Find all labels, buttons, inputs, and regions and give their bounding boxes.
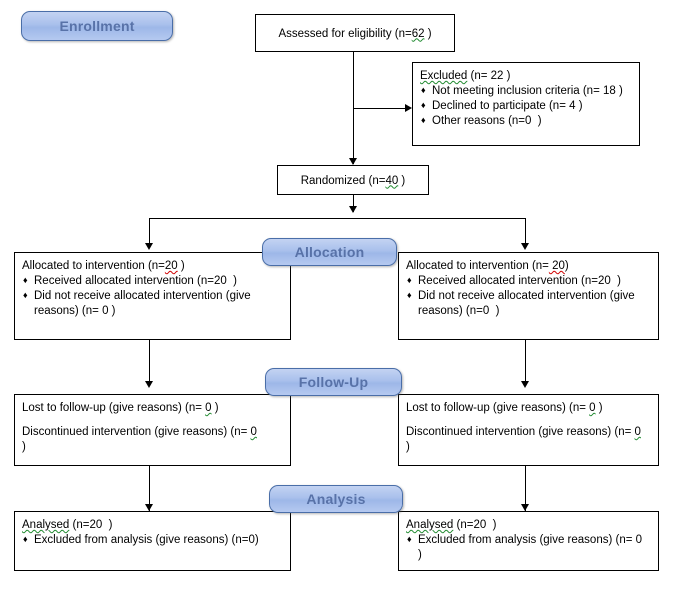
stage-label-enrollment: Enrollment <box>21 11 173 41</box>
list-item: Other reasons (n=0 ) <box>420 113 632 129</box>
connector-randomized-stem <box>353 195 354 212</box>
analysis-right-list: Excluded from analysis (give reasons) (n… <box>406 532 651 563</box>
arrow-followup-to-analysis-left <box>145 504 153 511</box>
connector-allocation-split <box>149 218 526 219</box>
stage-label-analysis-text: Analysis <box>306 491 366 507</box>
arrow-to-randomized <box>349 158 357 165</box>
list-item: Not meeting inclusion criteria (n= 18 ) <box>420 83 632 99</box>
list-item: Received allocated intervention (n=20 ) <box>22 273 283 289</box>
excluded-list: Not meeting inclusion criteria (n= 18 ) … <box>420 83 632 129</box>
connector-alloc-to-followup-right <box>525 340 526 385</box>
spacer <box>406 416 651 425</box>
stage-label-allocation-text: Allocation <box>294 244 365 260</box>
randomized-text: Randomized (n=40 ) <box>300 174 406 187</box>
list-item: Did not receive allocated intervention (… <box>22 288 283 319</box>
allocation-left-list: Received allocated intervention (n=20 ) … <box>22 273 283 319</box>
followup-left-lost: Lost to follow-up (give reasons) (n= 0 ) <box>22 402 219 414</box>
arrow-split-left <box>145 243 153 250</box>
arrow-to-excluded <box>405 104 412 112</box>
arrow-alloc-to-followup-left <box>145 381 153 388</box>
stage-label-analysis: Analysis <box>269 485 403 513</box>
connector-split-right <box>525 218 526 245</box>
connector-split-left <box>149 218 150 245</box>
box-randomized: Randomized (n=40 ) <box>277 165 429 195</box>
box-allocation-left: Allocated to intervention (n=20 ) Receiv… <box>14 252 291 340</box>
box-analysis-left: Analysed (n=20 ) Excluded from analysis … <box>14 511 291 571</box>
allocation-right-heading: Allocated to intervention (n= 20) <box>406 260 569 272</box>
box-followup-left: Lost to follow-up (give reasons) (n= 0 )… <box>14 394 291 466</box>
connector-followup-to-analysis-left <box>149 466 150 511</box>
allocation-left-heading: Allocated to intervention (n=20 ) <box>22 260 185 272</box>
stage-label-followup: Follow-Up <box>265 368 402 396</box>
box-assessed-for-eligibility: Assessed for eligibility (n=62 ) <box>255 14 455 52</box>
analysis-left-list: Excluded from analysis (give reasons) (n… <box>22 532 283 548</box>
analysis-left-heading: Analysed (n=20 ) <box>22 519 113 531</box>
list-item: Declined to participate (n= 4 ) <box>420 98 632 114</box>
arrow-followup-to-analysis-right <box>521 504 529 511</box>
excluded-heading: Excluded (n= 22 ) <box>420 70 511 82</box>
list-item: Excluded from analysis (give reasons) (n… <box>406 532 651 563</box>
list-item: Did not receive allocated intervention (… <box>406 288 651 319</box>
list-item: Excluded from analysis (give reasons) (n… <box>22 532 283 548</box>
box-allocation-right: Allocated to intervention (n= 20) Receiv… <box>398 252 659 340</box>
arrow-randomized-stem <box>349 206 357 213</box>
allocation-right-list: Received allocated intervention (n=20 ) … <box>406 273 651 319</box>
spacer <box>22 416 283 425</box>
stage-label-allocation: Allocation <box>262 238 397 266</box>
box-followup-right: Lost to follow-up (give reasons) (n= 0 )… <box>398 394 659 466</box>
stage-label-followup-text: Follow-Up <box>298 374 369 390</box>
arrow-alloc-to-followup-right <box>521 381 529 388</box>
list-item: Received allocated intervention (n=20 ) <box>406 273 651 289</box>
connector-to-excluded <box>353 108 405 109</box>
connector-alloc-to-followup-left <box>149 340 150 385</box>
stage-label-enrollment-text: Enrollment <box>59 18 135 34</box>
box-excluded: Excluded (n= 22 ) Not meeting inclusion … <box>412 62 640 146</box>
arrow-split-right <box>521 243 529 250</box>
followup-left-discontinued: Discontinued intervention (give reasons)… <box>22 426 257 453</box>
analysis-right-heading: Analysed (n=20 ) <box>406 519 497 531</box>
followup-right-discontinued: Discontinued intervention (give reasons)… <box>406 426 641 453</box>
followup-right-lost: Lost to follow-up (give reasons) (n= 0 ) <box>406 402 603 414</box>
assessed-text: Assessed for eligibility (n=62 ) <box>278 27 432 40</box>
box-analysis-right: Analysed (n=20 ) Excluded from analysis … <box>398 511 659 571</box>
connector-followup-to-analysis-right <box>525 466 526 511</box>
